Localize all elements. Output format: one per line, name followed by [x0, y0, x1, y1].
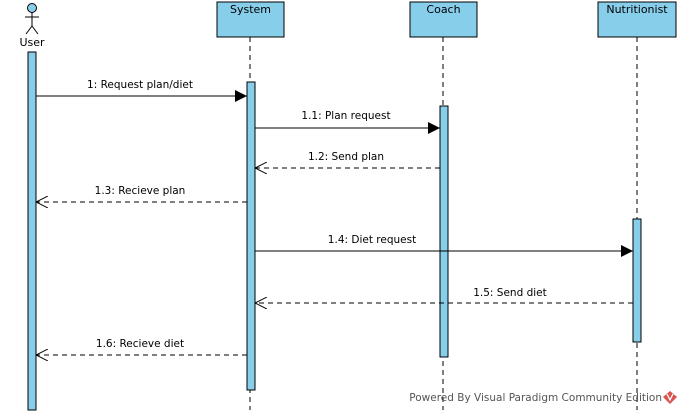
message-1-4: 1.4: Diet request	[255, 234, 633, 257]
message-1-6: 1.6: Recieve diet	[36, 338, 247, 355]
participant-box	[409, 1, 478, 38]
activation-nutritionist	[632, 218, 642, 343]
watermark: Powered By Visual Paradigm Community Edi…	[409, 391, 677, 404]
visual-paradigm-logo-icon	[663, 391, 677, 404]
activation-user	[27, 51, 37, 411]
participant-label: System	[230, 3, 271, 16]
message-1-1: 1.1: Plan request	[255, 110, 440, 134]
participant-label: Nutritionist	[606, 3, 668, 16]
participant-box	[216, 1, 285, 38]
message-label: 1.2: Send plan	[308, 151, 384, 163]
activation-coach	[439, 105, 449, 358]
message-label: 1.4: Diet request	[328, 234, 416, 246]
participant-box	[597, 1, 677, 38]
activation-system	[246, 81, 256, 391]
message-1: 1: Request plan/diet	[36, 79, 247, 102]
participant-coach: Coach	[409, 1, 478, 38]
message-label: 1: Request plan/diet	[87, 79, 193, 91]
message-1-5: 1.5: Send diet	[255, 287, 633, 303]
watermark-text: Powered By Visual Paradigm Community Edi…	[409, 392, 662, 404]
user-actor: User	[19, 3, 45, 49]
message-1-2: 1.2: Send plan	[255, 151, 440, 168]
actor-label: User	[19, 36, 45, 49]
message-label: 1.1: Plan request	[301, 110, 390, 122]
actor-leg-right	[31, 25, 39, 35]
participant-nutritionist: Nutritionist	[597, 1, 677, 38]
actor-leg-left	[25, 25, 33, 35]
message-1-3: 1.3: Recieve plan	[36, 185, 247, 202]
message-label: 1.5: Send diet	[473, 287, 547, 299]
message-label: 1.6: Recieve diet	[96, 338, 184, 350]
actor-head	[27, 3, 37, 13]
participant-system: System	[216, 1, 285, 38]
message-label: 1.3: Recieve plan	[95, 185, 186, 197]
participant-label: Coach	[426, 3, 460, 16]
